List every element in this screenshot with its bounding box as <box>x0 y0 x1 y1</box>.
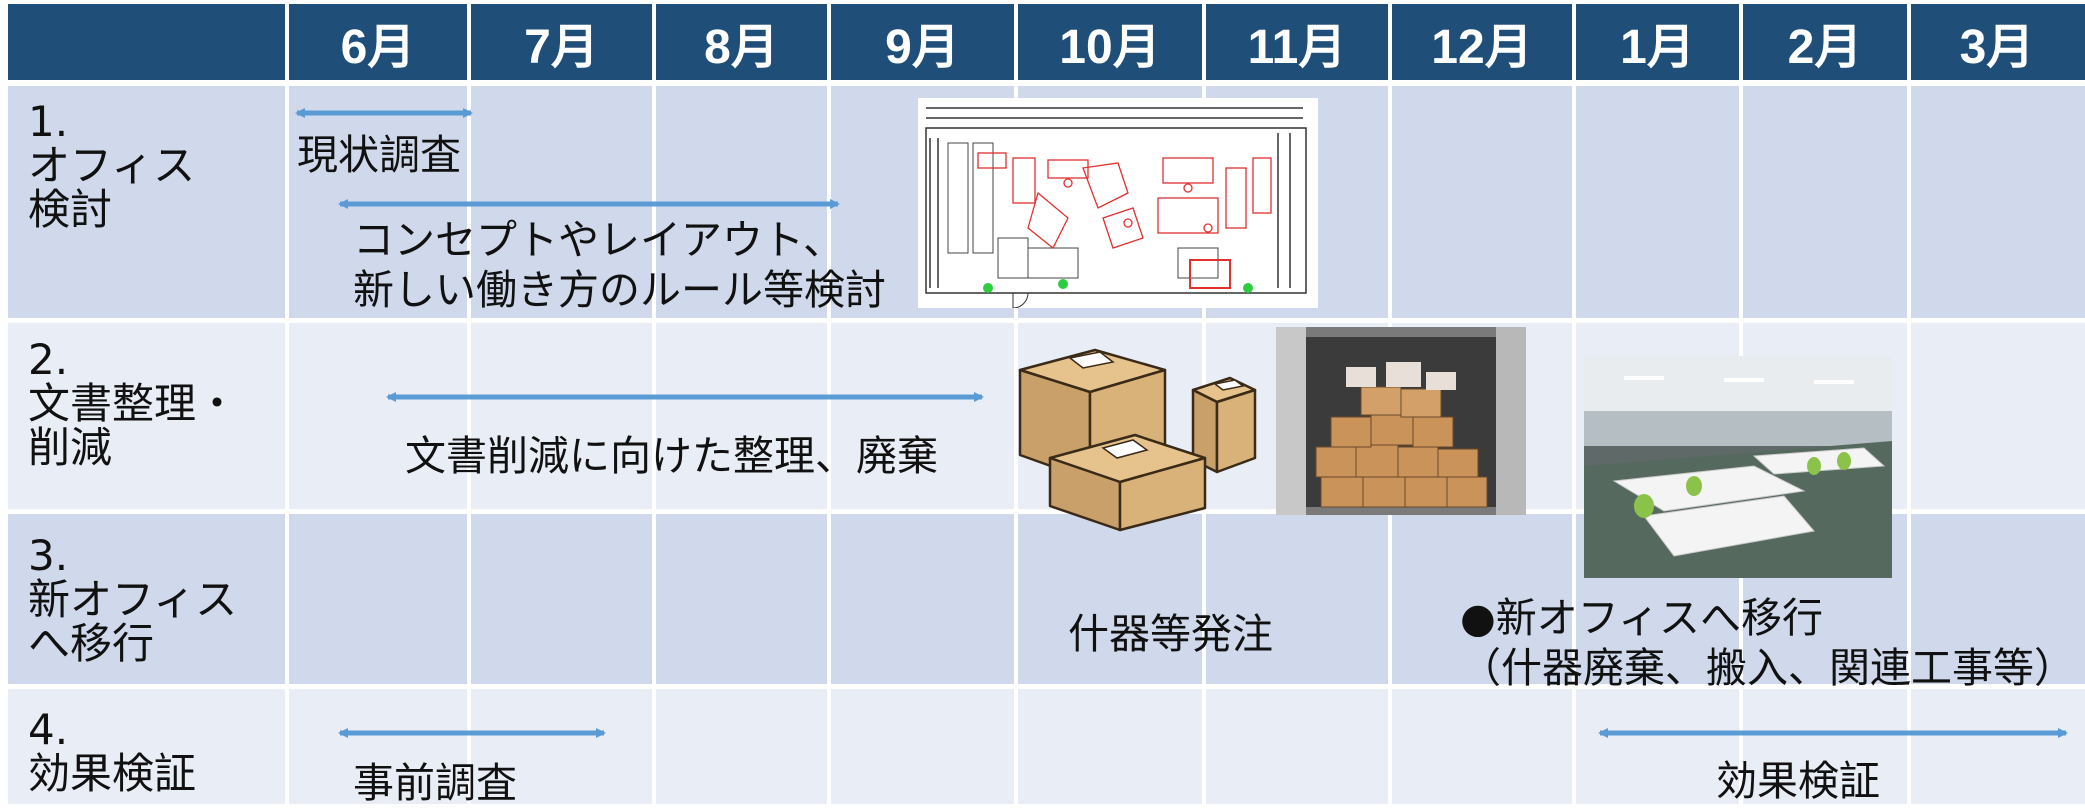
task-office-migration: ●新オフィスへ移行 （什器廃棄、搬入、関連工事等） <box>1460 594 2075 692</box>
task-pre-survey: 事前調査 <box>353 759 517 807</box>
month-header-7: 7月 <box>524 21 599 74</box>
row-label-migration: 3. 新オフィス へ移行 <box>28 531 238 668</box>
row-label-verification: 4. 効果検証 <box>28 705 197 798</box>
task-current-survey: 現状調査 <box>297 131 461 179</box>
truck-boxes-photo <box>1276 327 1526 515</box>
header-row-bg <box>8 4 2085 80</box>
month-header-12: 12月 <box>1431 21 1533 74</box>
row-label-office: 1. オフィス 検討 <box>28 97 196 234</box>
task-effect-verification: 効果検証 <box>1716 757 1880 805</box>
month-header-6: 6月 <box>340 21 416 74</box>
month-header-11: 11月 <box>1247 21 1347 74</box>
row-4-bg <box>8 689 2085 804</box>
floor-plan-image <box>918 98 1318 308</box>
month-header-1: 1月 <box>1620 21 1695 74</box>
month-header-3: 3月 <box>1959 21 2035 74</box>
task-document-reduction: 文書削減に向けた整理、廃棄 <box>405 432 938 480</box>
cardboard-boxes-image <box>1018 348 1257 532</box>
month-header-10: 10月 <box>1059 21 1161 74</box>
month-header-2: 2月 <box>1787 21 1863 74</box>
new-office-photo <box>1584 356 1892 578</box>
month-header-9: 9月 <box>885 21 960 74</box>
row-label-documents: 2. 文書整理・ 削減 <box>28 335 239 472</box>
task-furniture-order: 什器等発注 <box>1068 610 1273 658</box>
month-header-8: 8月 <box>704 21 779 74</box>
task-concept-layout: コンセプトやレイアウト、 新しい働き方のルール等検討 <box>353 216 886 314</box>
